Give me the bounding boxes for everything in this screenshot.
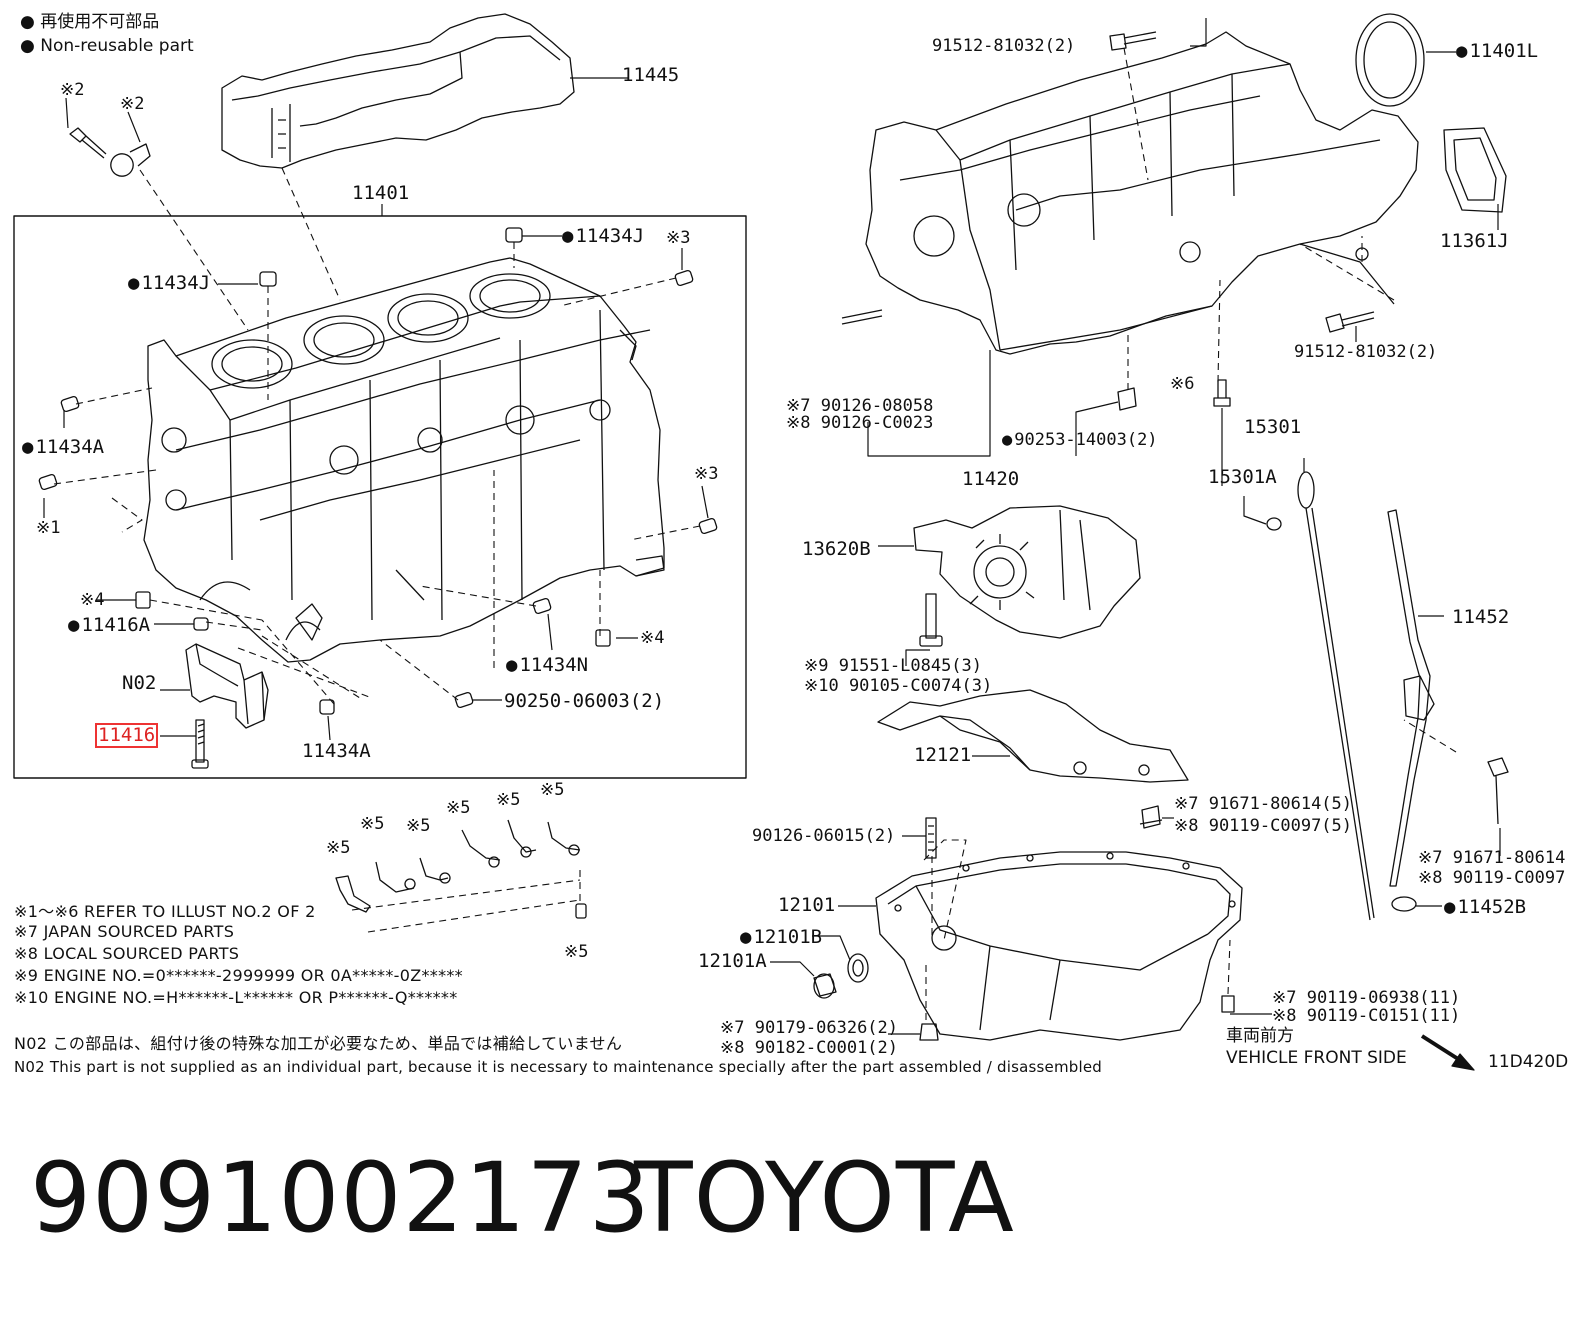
label-90119-r[interactable]: ※8 90119-C0097 bbox=[1418, 868, 1566, 888]
label-90126-08058[interactable]: ※7 90126-08058 bbox=[786, 396, 934, 416]
mark-4b: ※4 bbox=[640, 628, 665, 648]
label-91512-right[interactable]: 91512-81032(2) bbox=[1294, 342, 1438, 362]
oil-nozzles-drawing bbox=[335, 819, 587, 919]
mark-5d: ※5 bbox=[446, 798, 471, 818]
misc-bolts-block bbox=[841, 31, 1375, 411]
oil-pan-12101 bbox=[875, 851, 1243, 1041]
note-1: ※1～※6 REFER TO ILLUST NO.2 OF 2 bbox=[14, 902, 316, 921]
label-90250[interactable]: 90250-06003(2) bbox=[504, 690, 665, 712]
oil-pump-13620B bbox=[913, 505, 1141, 647]
baffle-plate-12121 bbox=[877, 689, 1189, 783]
note-4: ※9 ENGINE NO.=0******-2999999 OR 0A*****… bbox=[14, 966, 463, 985]
legend-en: ● Non-reusable part bbox=[20, 38, 194, 55]
mark-2b: ※2 bbox=[120, 94, 145, 114]
filled-dot-icon: ● bbox=[20, 12, 35, 32]
illustration-code: 11D420D bbox=[1488, 1052, 1569, 1072]
label-90119-5[interactable]: ※8 90119-C0097(5) bbox=[1174, 816, 1353, 836]
mark-5f: ※5 bbox=[540, 780, 565, 800]
drain-plug-gasket bbox=[813, 953, 869, 999]
dipstick-15301 bbox=[1266, 471, 1375, 921]
label-90119-C0151[interactable]: ※8 90119-C0151(11) bbox=[1272, 1006, 1461, 1026]
label-11452[interactable]: 11452 bbox=[1452, 606, 1510, 628]
oil-seal-11401L bbox=[1355, 13, 1425, 107]
filled-dot-icon: ● bbox=[20, 36, 35, 56]
mark-2a: ※2 bbox=[60, 80, 85, 100]
label-12121[interactable]: 12121 bbox=[914, 744, 972, 766]
mark-3a: ※3 bbox=[666, 228, 691, 248]
mark-5e: ※5 bbox=[496, 790, 521, 810]
label-n02[interactable]: N02 bbox=[122, 672, 157, 694]
mark-5g: ※5 bbox=[564, 942, 589, 962]
mark-4a: ※4 bbox=[80, 590, 105, 610]
mark-5a: ※5 bbox=[326, 838, 351, 858]
n02-note-en: N02 This part is not supplied as an indi… bbox=[14, 1058, 1103, 1076]
label-11434J-a[interactable]: 11434J bbox=[562, 227, 644, 246]
label-11401[interactable]: 11401 bbox=[352, 182, 410, 204]
label-11420[interactable]: 11420 bbox=[962, 468, 1020, 490]
label-90119-06938[interactable]: ※7 90119-06938(11) bbox=[1272, 988, 1461, 1008]
label-11416-highlighted[interactable]: 11416 bbox=[94, 723, 159, 748]
bolt-11416-drawing bbox=[191, 719, 209, 769]
label-11361J[interactable]: 11361J bbox=[1440, 230, 1509, 252]
dowel-pins bbox=[38, 227, 718, 715]
label-90126-06015[interactable]: 90126-06015(2) bbox=[752, 826, 896, 846]
mark-6: ※6 bbox=[1170, 374, 1195, 394]
label-90253[interactable]: 90253-14003(2) bbox=[1002, 432, 1157, 449]
label-90126-C0023[interactable]: ※8 90126-C0023 bbox=[786, 413, 934, 433]
label-91551[interactable]: ※9 91551-L0845(3) bbox=[804, 656, 983, 676]
note-5: ※10 ENGINE NO.=H******-L****** OR P*****… bbox=[14, 988, 458, 1007]
front-label-en: VEHICLE FRONT SIDE bbox=[1226, 1048, 1407, 1068]
guide-tube-11452 bbox=[1387, 509, 1509, 912]
label-11434N[interactable]: 11434N bbox=[506, 656, 588, 675]
label-13620B[interactable]: 13620B bbox=[802, 538, 871, 560]
label-12101[interactable]: 12101 bbox=[778, 894, 836, 916]
oil-pan-upper-drawing bbox=[865, 31, 1419, 355]
label-90105[interactable]: ※10 90105-C0074(3) bbox=[804, 676, 993, 696]
cylinder-block-drawing bbox=[143, 257, 665, 663]
label-11434A-a[interactable]: 11434A bbox=[22, 438, 104, 457]
label-91671-5[interactable]: ※7 91671-80614(5) bbox=[1174, 794, 1353, 814]
label-12101B[interactable]: 12101B bbox=[740, 928, 822, 947]
label-11452B[interactable]: 11452B bbox=[1444, 898, 1526, 917]
footer-brand: TOYOTA bbox=[634, 1142, 1015, 1254]
label-11401L[interactable]: 11401L bbox=[1456, 42, 1538, 61]
legend-jp: ● 再使用不可部品 bbox=[20, 14, 159, 31]
label-91671-r[interactable]: ※7 91671-80614 bbox=[1418, 848, 1566, 868]
mark-3b: ※3 bbox=[694, 464, 719, 484]
label-11416A[interactable]: 11416A bbox=[68, 616, 150, 635]
note-2: ※7 JAPAN SOURCED PARTS bbox=[14, 922, 235, 941]
n02-note-jp: N02 この部品は、組付け後の特殊な加工が必要なため、単品では補給していません bbox=[14, 1034, 623, 1053]
label-15301A[interactable]: 15301A bbox=[1208, 466, 1277, 488]
label-15301[interactable]: 15301 bbox=[1244, 416, 1302, 438]
label-11434A-b[interactable]: 11434A bbox=[302, 740, 371, 762]
footer-part-number: 9091002173 bbox=[30, 1142, 651, 1254]
note-3: ※8 LOCAL SOURCED PARTS bbox=[14, 944, 240, 963]
front-label-jp: 車両前方 bbox=[1226, 1026, 1294, 1046]
legend-en-text: Non-reusable part bbox=[40, 36, 194, 56]
bolt-clip-topleft bbox=[69, 127, 151, 177]
mark-5c: ※5 bbox=[406, 816, 431, 836]
bearing-cap-n02-drawing bbox=[185, 643, 269, 729]
label-90182[interactable]: ※8 90182-C0001(2) bbox=[720, 1038, 899, 1058]
label-90179[interactable]: ※7 90179-06326(2) bbox=[720, 1018, 899, 1038]
legend-jp-text: 再使用不可部品 bbox=[40, 12, 160, 32]
label-12101A[interactable]: 12101A bbox=[698, 950, 767, 972]
label-11445[interactable]: 11445 bbox=[622, 64, 680, 86]
label-91512-top[interactable]: 91512-81032(2) bbox=[932, 36, 1076, 56]
gasket-11361J bbox=[1443, 127, 1507, 213]
mark-1: ※1 bbox=[36, 518, 61, 538]
block-box bbox=[13, 215, 747, 779]
bolts-near-pan bbox=[919, 805, 1235, 1041]
label-11434J-b[interactable]: 11434J bbox=[128, 274, 210, 293]
cover-11445-drawing bbox=[221, 13, 575, 169]
mark-5b: ※5 bbox=[360, 814, 385, 834]
